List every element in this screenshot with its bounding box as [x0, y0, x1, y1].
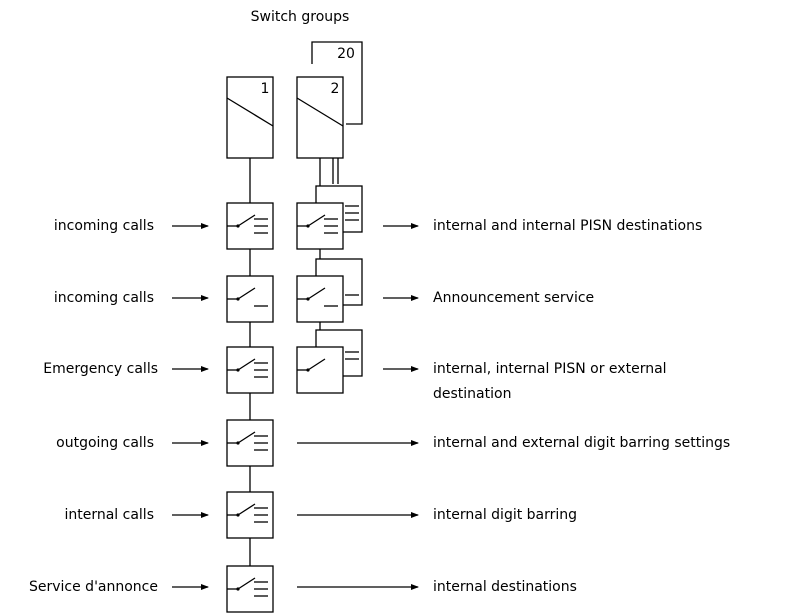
row-5-output-label: internal digit barring: [433, 507, 577, 523]
row-5-input-label: internal calls: [64, 507, 154, 523]
row-4-output-label: internal and external digit barring sett…: [433, 435, 730, 451]
switch-1-5: [226, 491, 274, 539]
row-1: incoming calls internal and in: [54, 185, 702, 250]
row-5: internal calls internal digit barring: [64, 491, 577, 539]
switch-1-4: [226, 419, 274, 467]
row-3: Emergency calls internal, internal PISN …: [43, 329, 667, 402]
switch-1-1: [226, 202, 274, 250]
diagram-title: Switch groups: [251, 9, 350, 25]
switch-group-2: 2: [296, 76, 344, 159]
row-6-input-label: Service d'annonce: [29, 579, 158, 595]
switch-2-3: [296, 346, 344, 394]
row-2: incoming calls Announcement service: [54, 258, 594, 323]
switch-2-1: [296, 202, 344, 250]
row-1-output-label: internal and internal PISN destinations: [433, 218, 702, 234]
row-6-output-label: internal destinations: [433, 579, 577, 595]
row-3-output-label-line1: internal, internal PISN or external: [433, 361, 667, 377]
row-2-input-label: incoming calls: [54, 290, 154, 306]
row-4: outgoing calls internal and external dig…: [56, 419, 730, 467]
row-6: Service d'annonce internal destinations: [29, 565, 577, 613]
group-2-number: 2: [331, 81, 340, 97]
switch-group-1: 1: [226, 76, 274, 159]
row-4-input-label: outgoing calls: [56, 435, 154, 451]
switch-1-2: [226, 275, 274, 323]
row-3-input-label: Emergency calls: [43, 361, 158, 377]
switch-1-6: [226, 565, 274, 613]
row-1-input-label: incoming calls: [54, 218, 154, 234]
switch-1-3: [226, 346, 274, 394]
group-1-number: 1: [261, 81, 270, 97]
row-3-output-label-line2: destination: [433, 386, 511, 402]
switch-2-2: [296, 275, 344, 323]
row-2-output-label: Announcement service: [433, 290, 594, 306]
group-20-number: 20: [337, 46, 355, 62]
